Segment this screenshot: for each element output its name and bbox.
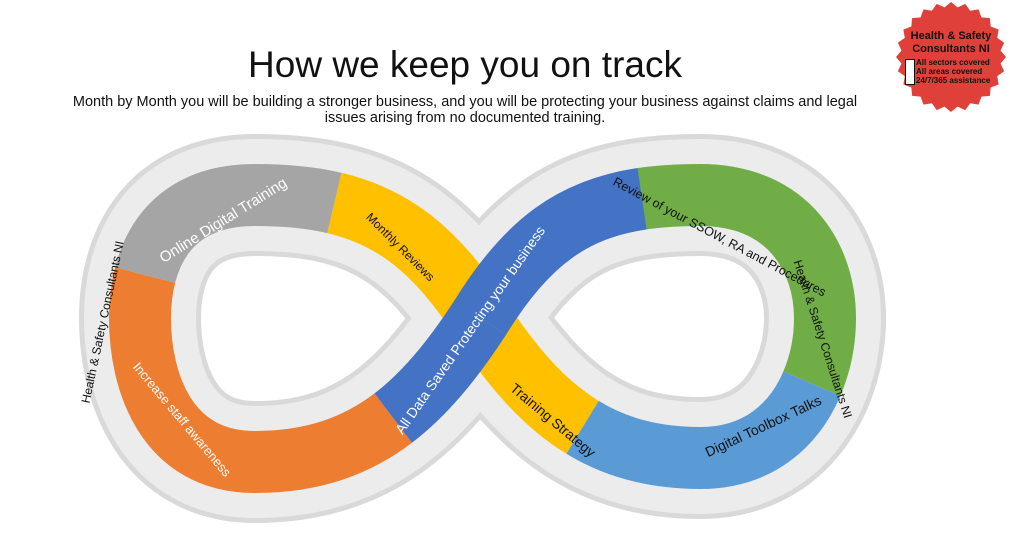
seal-shape xyxy=(896,2,1006,112)
logo-line4: All areas covered xyxy=(916,67,983,76)
seal-polygon xyxy=(896,2,1006,112)
ribbon-segment xyxy=(108,163,857,494)
subtitle: Month by Month you will be building a st… xyxy=(72,94,858,126)
logo-line2: Consultants NI xyxy=(912,43,990,55)
ribbon-segments xyxy=(108,163,857,494)
page-title: How we keep you on track xyxy=(248,44,682,85)
ribbon-segment xyxy=(108,163,857,494)
logo-line3: All sectors covered xyxy=(916,58,990,67)
logo-line1: Health & Safety xyxy=(910,30,992,42)
logo-line5: 24/7/365 assistance xyxy=(916,76,991,85)
clipboard-icon xyxy=(905,59,915,85)
ribbon-segment xyxy=(108,163,857,494)
company-logo: Health & Safety Consultants NI All secto… xyxy=(896,2,1006,112)
